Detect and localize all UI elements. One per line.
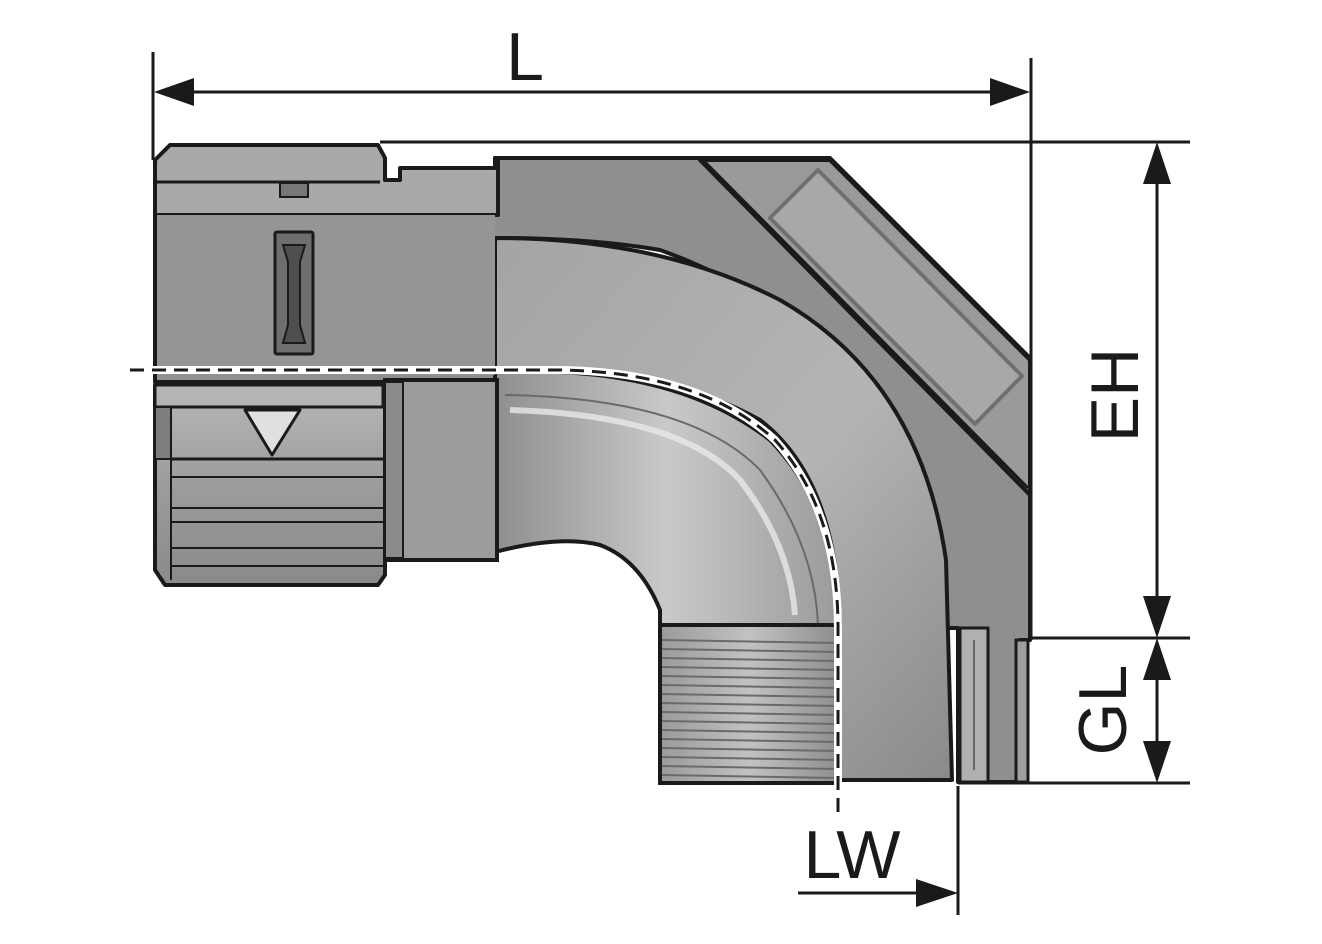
arrowhead-l-left: [154, 78, 194, 106]
dimension-labels: L EH GL LW: [506, 19, 1153, 893]
centerline-dash: [130, 368, 840, 812]
thread-groove: [661, 684, 839, 689]
arrowhead-l-right: [990, 78, 1030, 106]
arrowhead-eh-top: [1143, 142, 1171, 184]
thread-groove: [661, 702, 839, 707]
thread-groove: [661, 756, 839, 761]
cover-plate-inner: [703, 160, 1030, 490]
arrowhead-eh-bottom: [1143, 596, 1171, 638]
sleeve-latch-tab: [279, 182, 309, 198]
thread-groove: [661, 675, 839, 680]
thread-groove: [661, 666, 839, 671]
bore-highlight: [509, 407, 798, 616]
threaded-spigot: [658, 623, 1030, 785]
collar: [383, 378, 499, 562]
coupling-sleeve: [153, 143, 500, 382]
thread-groove: [661, 711, 839, 716]
thread-groove: [661, 747, 839, 752]
label-lw: LW: [804, 817, 901, 893]
thread-groove: [661, 648, 839, 653]
locking-nut: [153, 383, 387, 587]
arrowhead-gl-top: [1143, 638, 1171, 680]
cover-label-recess: [768, 168, 1024, 426]
thread-groove: [661, 765, 839, 770]
window-slot-inner: [281, 244, 307, 344]
thread-groove: [661, 639, 839, 644]
label-l: L: [506, 19, 544, 95]
thread-groove: [661, 657, 839, 662]
collar-step: [384, 381, 404, 559]
sleeve-top-band: [153, 143, 500, 217]
nut-chamfer-left: [154, 406, 172, 460]
thread-groove: [661, 774, 839, 779]
arrowhead-lw: [916, 879, 958, 907]
thread-right-strip: [1014, 638, 1030, 784]
centerline: [130, 366, 842, 812]
thread-groove: [661, 720, 839, 725]
dimension-arrows: [154, 78, 1171, 907]
label-eh: EH: [1077, 348, 1153, 442]
nut-top-band: [153, 383, 385, 409]
cover-plate: [698, 158, 1032, 497]
thread-lines: [661, 639, 839, 779]
triangle-marker: [243, 408, 302, 457]
bore-inner-edge: [504, 394, 819, 626]
sleeve-upper-face: [155, 215, 495, 375]
thread-groove: [661, 729, 839, 734]
label-gl: GL: [1065, 665, 1141, 756]
thread-groove: [661, 693, 839, 698]
arrowhead-gl-bottom: [1143, 741, 1171, 783]
thread-groove: [661, 738, 839, 743]
